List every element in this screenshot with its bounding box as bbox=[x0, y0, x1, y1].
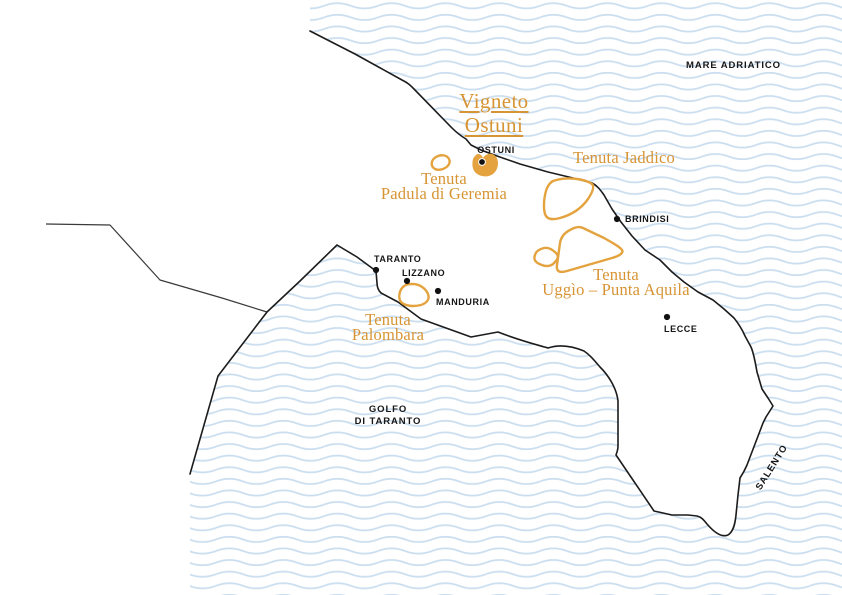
city-dot-manduria bbox=[434, 287, 442, 295]
city-dot-taranto bbox=[372, 266, 380, 274]
estate-label-uggio: Tenuta Uggìo – Punta Aquila bbox=[542, 265, 690, 299]
city-dot-lecce bbox=[663, 313, 671, 321]
estate-shape-uggio-small bbox=[533, 246, 559, 268]
city-dot-brindisi bbox=[613, 215, 621, 223]
estate-shape-palombara bbox=[398, 282, 430, 308]
estate-shape-vigneto-ostuni bbox=[472, 153, 498, 177]
city-label-lizzano: LIZZANO bbox=[402, 268, 446, 278]
city-label-ostuni: OSTUNI bbox=[477, 145, 515, 155]
region-border-line bbox=[45, 223, 268, 313]
coastline bbox=[189, 30, 774, 537]
estate-shape-padula bbox=[430, 154, 451, 171]
city-label-manduria: MANDURIA bbox=[436, 297, 490, 307]
map-title: Vigneto Ostuni bbox=[459, 89, 529, 138]
city-dot-lizzano bbox=[403, 277, 411, 285]
estate-shape-uggio-large bbox=[555, 225, 624, 274]
sea-label-mare-adriatico: MARE ADRIATICO bbox=[686, 60, 781, 71]
sea-label-golfo-di-taranto: GOLFO DI TARANTO bbox=[354, 404, 422, 427]
sea-area bbox=[190, 0, 842, 595]
estate-label-palombara: Tenuta Palombara bbox=[351, 310, 425, 344]
estate-shape-jaddico bbox=[542, 177, 595, 221]
estate-label-padula: Tenuta Padula di Geremia bbox=[380, 169, 508, 203]
city-dot-ostuni bbox=[478, 158, 486, 166]
city-label-lecce: LECCE bbox=[664, 324, 698, 334]
city-label-taranto: TARANTO bbox=[374, 254, 422, 264]
city-label-brindisi: BRINDISI bbox=[625, 214, 670, 224]
estate-label-jaddico: Tenuta Jaddico bbox=[573, 148, 675, 167]
